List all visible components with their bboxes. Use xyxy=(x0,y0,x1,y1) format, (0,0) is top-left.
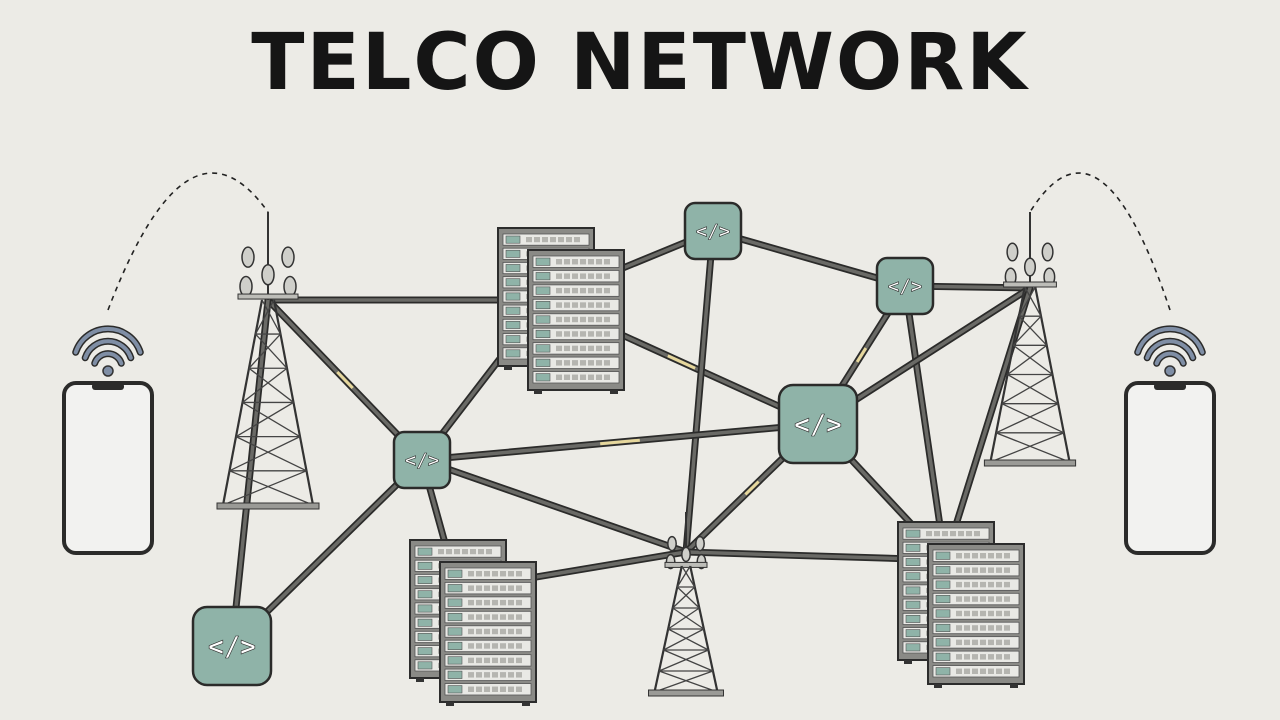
server-rack-icon xyxy=(409,539,537,706)
wifi-signal-icon xyxy=(72,325,144,377)
server-rack-icon xyxy=(897,521,1025,688)
code-brackets-icon xyxy=(777,383,859,465)
node-label: </> xyxy=(794,409,842,440)
node-label: </> xyxy=(208,631,256,662)
wifi-signal-icon xyxy=(1134,325,1206,377)
node-center: </> xyxy=(777,383,859,465)
node-top: </> xyxy=(683,201,743,261)
node-left: </> xyxy=(392,430,452,490)
link-highlight xyxy=(336,370,354,390)
server-rack-icon xyxy=(497,227,625,394)
smartphone-icon xyxy=(62,381,154,555)
smartphone-icon xyxy=(1124,381,1216,555)
link-highlight xyxy=(744,480,760,496)
link-highlight xyxy=(667,354,696,370)
link-node-top-node-top-right xyxy=(711,229,907,288)
diagram-title: TELCO NETWORK xyxy=(251,18,1029,108)
wireless-link-phone-left xyxy=(107,172,269,311)
link-highlight xyxy=(855,347,868,363)
node-label: </> xyxy=(696,221,730,243)
code-brackets-icon xyxy=(875,256,935,316)
cell-tower-icon xyxy=(983,212,1077,467)
node-label: </> xyxy=(888,276,922,298)
cell-tower-icon xyxy=(648,512,724,697)
link-node-top-tower-bottom xyxy=(684,229,715,554)
link-node-left-tower-bottom xyxy=(420,458,688,554)
code-brackets-icon xyxy=(392,430,452,490)
code-brackets-icon xyxy=(191,605,273,687)
wireless-link-phone-right xyxy=(1029,172,1171,311)
node-label: </> xyxy=(405,450,439,472)
link-highlight xyxy=(600,438,640,446)
cell-tower-icon xyxy=(216,212,320,510)
node-bottom-left: </> xyxy=(191,605,273,687)
node-top-right: </> xyxy=(875,256,935,316)
code-brackets-icon xyxy=(683,201,743,261)
link-node-top-right-server-bottom-right xyxy=(903,284,947,562)
link-tower-left-node-bottom-left xyxy=(230,298,270,648)
